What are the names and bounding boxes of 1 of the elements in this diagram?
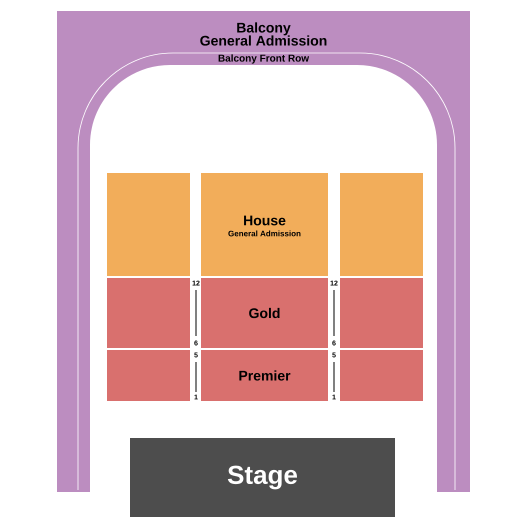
stage: Stage: [130, 438, 395, 517]
